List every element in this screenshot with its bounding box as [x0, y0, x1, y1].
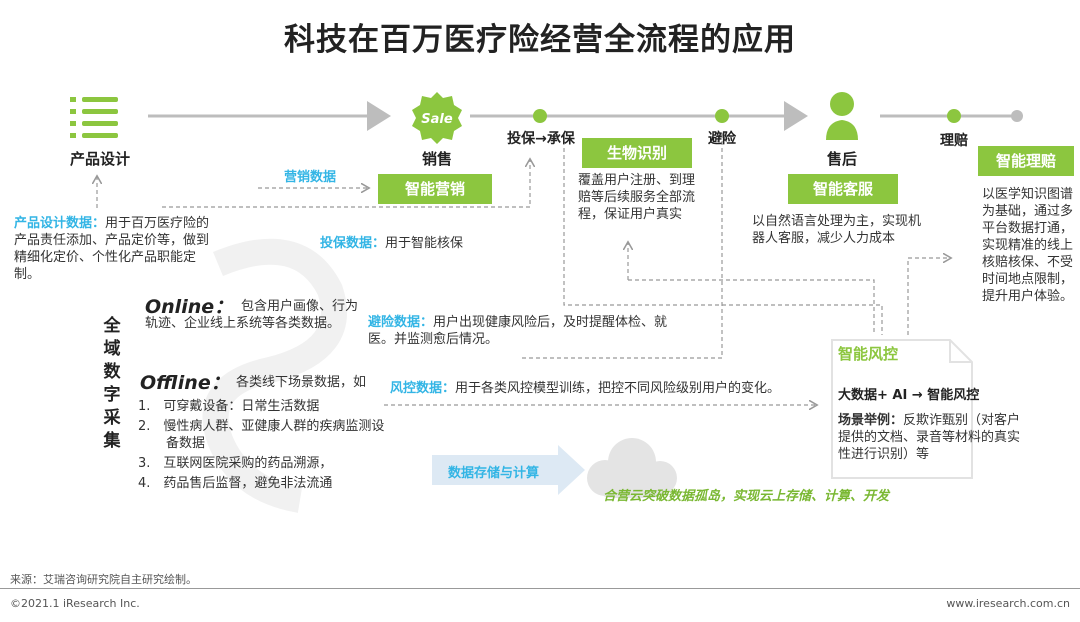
stage-after-sales: 售后: [826, 150, 857, 168]
online-desc: 包含用户画像、行为轨迹、企业线上系统等各类数据。: [145, 299, 359, 331]
offline-desc: 各类线下场景数据，如: [236, 375, 367, 390]
page-title: 科技在百万医疗险经营全流程的应用: [284, 22, 796, 58]
product-design-data-block: 产品设计数据：用于百万医疗险的产品责任添加、产品定价等，做到精细化定价、个性化产…: [14, 215, 219, 283]
online-label: Online：: [145, 296, 234, 318]
offline-list: 1. 可穿戴设备：日常生活数据 2. 慢性病人群、亚健康人群的疾病监测设备数据 …: [138, 398, 388, 492]
storage-arrow: [432, 445, 585, 495]
stage-product-design: 产品设计: [69, 150, 130, 168]
sale-badge-icon: [412, 92, 462, 144]
tag-biometric: 生物识别: [582, 138, 692, 168]
underwriting-desc: 用于智能核保: [385, 236, 464, 251]
tag-smart-claims: 智能理赔: [978, 146, 1074, 176]
risk-control-desc: 用于各类风控模型训练，把控不同风险级别用户的变化。: [455, 381, 781, 396]
offline-item: 2. 慢性病人群、亚健康人群的疾病监测设备数据: [138, 419, 385, 451]
offline-item: 1. 可穿戴设备：日常生活数据: [138, 399, 320, 414]
footer-website: www.iresearch.com.cn: [946, 597, 1070, 610]
node-underwriting: [533, 109, 547, 123]
full-domain-char: 采: [103, 408, 121, 428]
full-domain-char: 集: [103, 431, 121, 451]
risk-avoid-desc: 用户出现健康风险后，及时提醒体检、就医。并监测愈后情况。: [368, 315, 668, 347]
node-end: [1011, 110, 1023, 122]
node-claims: [947, 109, 961, 123]
offline-item: 3. 互联网医院采购的药品溯源，: [138, 456, 333, 471]
scene-desc: 反欺诈甄别（对客户提供的文档、录音等材料的真实性进行识别）等: [838, 413, 1021, 462]
risk-formula: 大数据+ AI → 智能风控: [838, 388, 980, 403]
cloud-icon: [587, 438, 677, 498]
service-desc: 以自然语言处理为主，实现机器人客服，减少人力成本: [752, 214, 922, 246]
footer-copyright: ©2021.1 iResearch Inc.: [10, 597, 140, 610]
scene-label: 场景举例：: [838, 413, 904, 428]
risk-control-data-block: 风控数据：用于各类风控模型训练，把控不同风险级别用户的变化。: [390, 380, 820, 397]
list-icon: [70, 97, 118, 138]
cloud-desc: 合营云突破数据孤岛，实现云上存储、计算、开发: [603, 489, 890, 504]
full-domain-char: 数: [103, 362, 121, 382]
tag-smart-marketing: 智能营销: [378, 174, 492, 204]
label-risk-control-data: 风控数据：: [390, 381, 456, 396]
sale-badge-text: Sale: [421, 112, 453, 127]
full-domain-char: 全: [103, 316, 121, 336]
offline-item: 4. 药品售后监督，避免非法流通: [138, 476, 333, 491]
underwriting-data-block: 投保数据：用于智能核保: [320, 235, 580, 252]
claims-desc: 以医学知识图谱为基础，通过多平台数据打通，实现精准的线上核赔核保、不受时间地点限…: [982, 187, 1074, 304]
label-underwriting-data: 投保数据：: [320, 236, 386, 251]
offline-label: Offline：: [140, 372, 230, 394]
full-domain-char: 字: [103, 385, 121, 405]
label-marketing-data: 营销数据: [284, 170, 337, 185]
product-design-desc: 用于百万医疗险的产品责任添加、产品定价等，做到精细化定价、个性化产品职能定制。: [14, 216, 210, 282]
stage-claims: 理赔: [940, 133, 968, 149]
risk-avoid-data-block: 避险数据：用户出现健康风险后，及时提醒体检、就医。并监测愈后情况。: [368, 314, 678, 348]
full-domain-collection: 全 域 数 字 采 集: [102, 315, 122, 453]
footer-divider: [0, 588, 1080, 589]
person-icon: [826, 92, 858, 140]
stage-sales: 销售: [421, 150, 452, 168]
scene-block: 场景举例：反欺诈甄别（对客户提供的文档、录音等材料的真实性进行识别）等: [838, 412, 1028, 463]
node-risk-avoid: [715, 109, 729, 123]
label-storage-compute: 数据存储与计算: [448, 466, 540, 481]
stage-risk-avoid: 避险: [708, 131, 736, 147]
full-domain-char: 域: [103, 339, 121, 359]
stage-underwriting: 投保→承保: [507, 131, 575, 147]
tag-smart-risk: 智能风控: [838, 345, 899, 363]
document-icon: [831, 339, 973, 479]
label-risk-avoid-data: 避险数据：: [368, 315, 434, 330]
biometric-desc: 覆盖用户注册、到理赔等后续服务全部流程，保证用户真实: [578, 173, 696, 222]
label-product-design-data: 产品设计数据：: [14, 216, 106, 231]
footer-source: 来源：艾瑞咨询研究院自主研究绘制。: [10, 573, 197, 586]
tag-smart-service: 智能客服: [788, 174, 898, 204]
